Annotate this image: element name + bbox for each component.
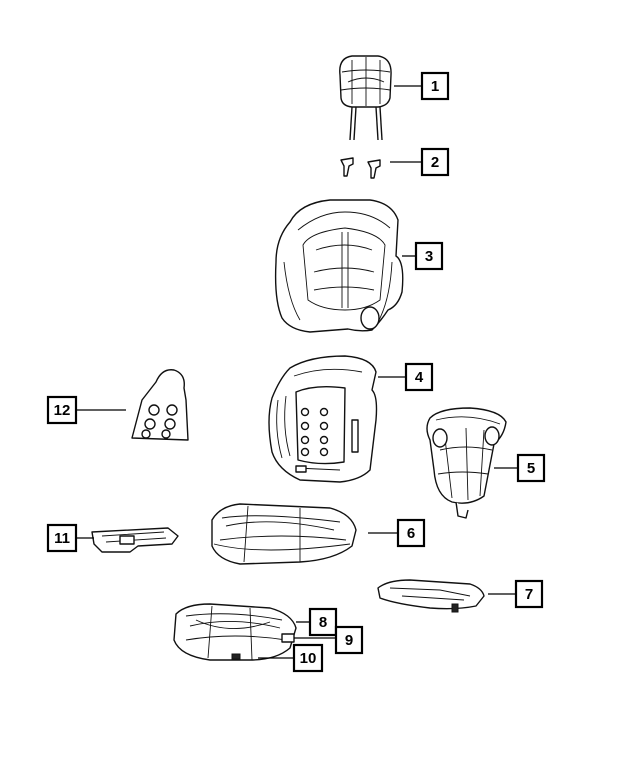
callout-10-label: 10 (300, 650, 317, 667)
callout-6-label: 6 (407, 525, 415, 542)
callout-11: 11 (46, 523, 78, 553)
callout-12: 12 (46, 395, 78, 425)
callout-3-label: 3 (425, 248, 433, 265)
callout-8: 8 (308, 607, 338, 637)
callout-5-label: 5 (527, 460, 535, 477)
callout-2: 2 (420, 147, 450, 177)
callout-1-label: 1 (431, 78, 439, 95)
callout-11-label: 11 (54, 530, 70, 547)
seat-cushion-cover-part (211, 503, 357, 565)
seat-pan-part (377, 579, 485, 613)
lumbar-pad-part (131, 369, 189, 441)
callout-5: 5 (516, 453, 546, 483)
callout-7: 7 (514, 579, 544, 609)
callout-4-label: 4 (415, 369, 424, 386)
callout-8-label: 8 (319, 614, 327, 631)
callout-12-label: 12 (54, 402, 71, 419)
seat-heater-mat-part (91, 527, 179, 553)
callout-7-label: 7 (525, 586, 533, 603)
seat-back-shell-part (426, 407, 507, 519)
seat-cushion-pad-part (173, 603, 297, 661)
callout-1: 1 (420, 71, 450, 101)
headrest-part (339, 55, 392, 141)
seat-back-cover-part (274, 199, 404, 333)
callout-4: 4 (404, 362, 434, 392)
callout-9: 9 (334, 625, 364, 655)
leader-lines (76, 85, 518, 659)
callout-9-label: 9 (345, 632, 353, 649)
callout-2-label: 2 (431, 154, 439, 171)
callout-6: 6 (396, 518, 426, 548)
headrest-guides-part (340, 157, 381, 179)
seat-back-frame-part (268, 355, 378, 483)
callout-3: 3 (414, 241, 444, 271)
callout-10: 10 (292, 643, 324, 673)
